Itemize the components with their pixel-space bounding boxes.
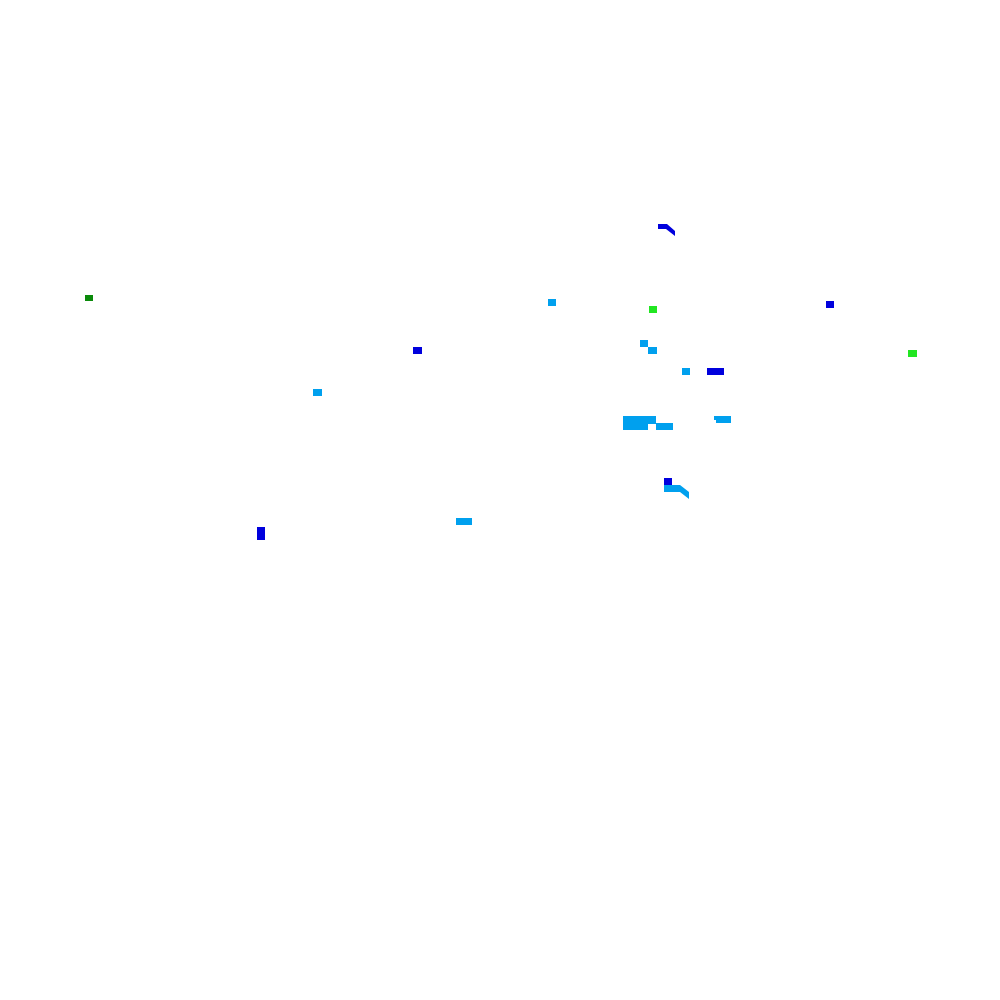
feature-bright-green-1 — [649, 306, 657, 313]
feature-dark-blue-5 — [664, 478, 672, 485]
feature-light-blue-8 — [716, 416, 731, 423]
feature-light-blue-4 — [682, 368, 690, 375]
feature-light-blue-1 — [548, 299, 556, 306]
feature-light-blue-9 — [664, 485, 689, 499]
feature-light-blue-6 — [623, 416, 656, 430]
feature-dark-blue-3 — [413, 347, 422, 354]
feature-light-blue-5 — [313, 389, 322, 396]
feature-light-blue-11 — [714, 416, 720, 420]
feature-light-blue-10 — [456, 518, 472, 525]
feature-bright-green-2 — [908, 350, 917, 357]
feature-light-blue-3 — [648, 347, 657, 354]
feature-light-blue-2 — [640, 340, 648, 347]
feature-dark-blue-1 — [658, 224, 675, 236]
feature-light-blue-7 — [656, 423, 673, 430]
feature-dark-green-1 — [85, 295, 93, 301]
feature-dark-blue-2 — [826, 301, 834, 308]
feature-dark-blue-4 — [707, 368, 724, 375]
feature-dark-blue-6 — [257, 527, 265, 540]
